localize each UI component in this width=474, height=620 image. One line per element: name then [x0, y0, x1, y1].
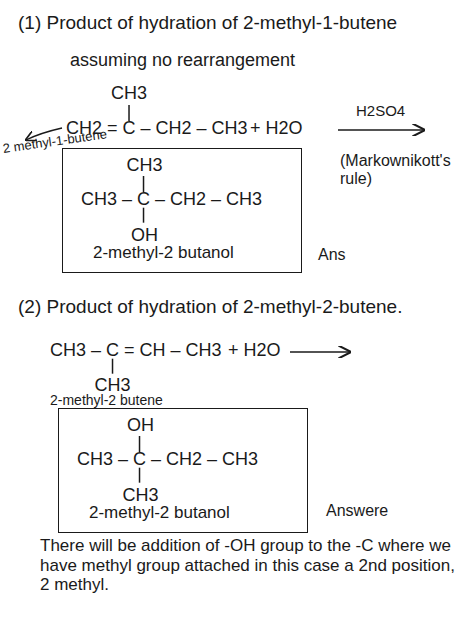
compound-name: 2 methyl-1-butene	[2, 127, 108, 156]
formula: CH3 – C = CH – CH3	[50, 340, 222, 361]
formula-group: CH3	[127, 155, 163, 176]
heading: (1) Product of hydration of 2-methyl-1-b…	[18, 12, 397, 34]
answer-box: CH3CH3 – C – CH2 – CH3OH2-methyl-2 butan…	[62, 148, 302, 273]
formula-group: CH3	[111, 83, 147, 104]
reagent: + H2O	[228, 340, 281, 361]
reagent: + H2O	[250, 118, 303, 139]
formula-group: OH	[127, 415, 154, 436]
note: assuming no rearrangement	[70, 50, 295, 71]
answer-mark: Ans	[318, 246, 346, 264]
formula-group: CH3	[123, 485, 159, 506]
compound-name: 2-methyl-2 butanol	[93, 243, 234, 263]
bond-line	[139, 468, 141, 483]
bond-line	[112, 359, 114, 374]
reaction-arrow	[338, 129, 424, 131]
bond-line	[143, 208, 145, 223]
reaction-arrow	[290, 351, 350, 353]
rule-note: (Markownikott's rule)	[340, 152, 468, 189]
compound-name: 2-methyl-2 butanol	[89, 503, 230, 523]
catalyst: H2SO4	[356, 102, 405, 119]
formula: CH3 – C – CH2 – CH3	[77, 449, 258, 470]
answer-mark: Answere	[326, 502, 388, 520]
heading: (2) Product of hydration of 2-methyl-2-b…	[18, 296, 402, 318]
answer-box: OH CH3 – C – CH2 – CH3CH32-methyl-2 butan…	[58, 408, 308, 533]
formula: CH3 – C – CH2 – CH3	[81, 189, 262, 210]
explanation: There will be addition of -OH group to t…	[40, 536, 460, 595]
compound-name: 2-methyl-2 butene	[50, 392, 163, 408]
formula-group: OH	[131, 225, 158, 246]
